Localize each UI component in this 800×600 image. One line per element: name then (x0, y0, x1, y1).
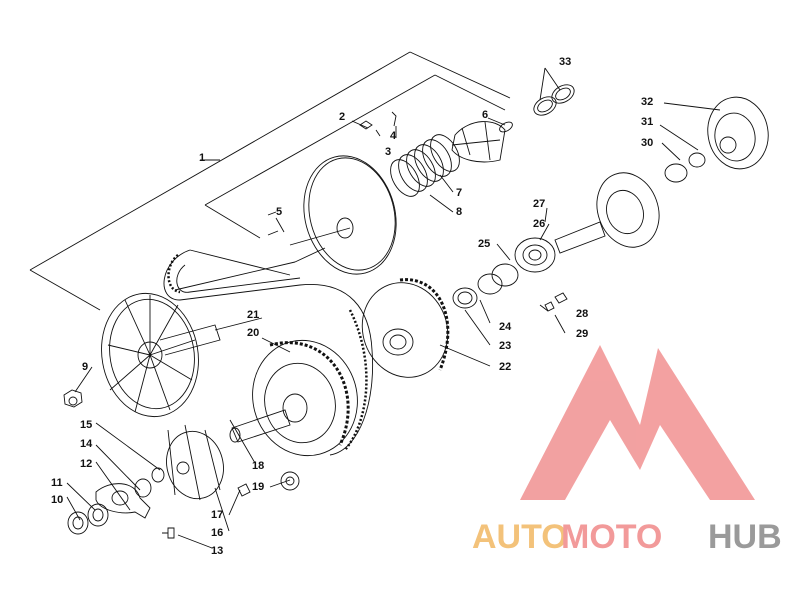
callout-25: 25 (478, 238, 490, 250)
clip-17 (237, 483, 251, 497)
callout-9: 9 (82, 361, 88, 373)
spider-7 (451, 121, 506, 163)
callout-32: 32 (641, 96, 653, 108)
ring-6 (499, 121, 513, 133)
ring-24 (477, 273, 503, 295)
callout-29: 29 (576, 328, 588, 340)
watermark-logo (520, 345, 755, 500)
callout-13: 13 (211, 545, 223, 557)
callout-4: 4 (390, 130, 397, 142)
bushing-23 (452, 287, 478, 309)
callout-31: 31 (641, 116, 653, 128)
ring-25 (491, 263, 519, 287)
bushing-14 (134, 478, 152, 498)
callout-14: 14 (80, 438, 93, 450)
drive-movable-20 (252, 339, 358, 457)
callout-24: 24 (499, 321, 512, 333)
clutch-32 (707, 96, 769, 170)
callout-12: 12 (80, 458, 92, 470)
watermark-text-hub: HUB (708, 518, 782, 556)
fixed-sheave-22 (361, 278, 450, 378)
shaft-18 (229, 409, 291, 443)
watermark-text-auto: AUTO (472, 518, 568, 556)
watermark-text: AUTO MOTO HUB (472, 518, 782, 556)
callout-20: 20 (247, 327, 259, 339)
callout-23: 23 (499, 340, 511, 352)
bolt-13 (162, 527, 175, 539)
callout-7: 7 (456, 187, 462, 199)
seal-10 (67, 511, 89, 535)
callout-33: 33 (559, 56, 571, 68)
ring-33 (533, 84, 575, 116)
callout-11: 11 (51, 477, 63, 489)
callout-27: 27 (533, 198, 545, 210)
callout-26: 26 (533, 218, 545, 230)
bolt-28 (544, 292, 568, 312)
callout-15: 15 (80, 419, 92, 431)
spring-8 (390, 134, 460, 197)
pin-2 (359, 120, 373, 130)
washer-15 (151, 467, 165, 483)
callout-22: 22 (499, 361, 511, 373)
callout-30: 30 (641, 137, 653, 149)
plate-12 (95, 483, 151, 519)
movable-sheave (289, 155, 397, 275)
callout-21: 21 (247, 309, 259, 321)
callout-5: 5 (276, 206, 282, 218)
callout-16: 16 (211, 527, 223, 539)
callout-6: 6 (482, 109, 488, 121)
callout-10: 10 (51, 494, 63, 506)
drive-pulley-face (101, 292, 221, 418)
callout-19: 19 (252, 481, 264, 493)
washer-31 (688, 152, 706, 168)
callout-8: 8 (456, 206, 462, 218)
callout-18: 18 (252, 460, 264, 472)
nut-19 (280, 471, 300, 491)
watermark-text-moto: MOTO (561, 518, 662, 556)
drive-belt-21 (163, 249, 374, 456)
clip-4 (391, 111, 397, 127)
shaft-cup-27 (554, 172, 660, 254)
bearing-26 (514, 237, 556, 273)
bracket-line-1 (29, 51, 511, 311)
ring-30 (664, 163, 688, 183)
callout-2: 2 (339, 111, 345, 123)
cover-16 (166, 424, 224, 501)
nut-9 (63, 389, 83, 408)
callout-17: 17 (211, 509, 223, 521)
pin-5 (267, 211, 279, 236)
callout-1: 1 (199, 152, 205, 164)
callout-3: 3 (385, 146, 391, 158)
callout-28: 28 (576, 308, 588, 320)
bracket-line-2 (174, 74, 506, 291)
seal-11 (87, 503, 109, 527)
